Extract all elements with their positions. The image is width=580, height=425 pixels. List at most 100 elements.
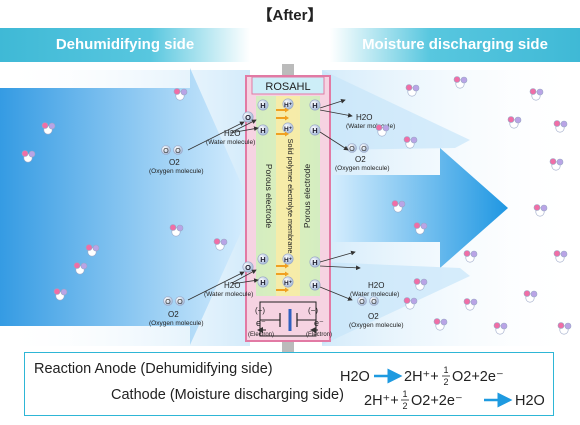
water-molecule-right-15-h2 bbox=[433, 318, 441, 325]
oxygen-lower-left-b-label: O bbox=[177, 299, 183, 306]
cathode-label: Cathode (Moisture discharging side) bbox=[111, 387, 344, 403]
water-molecule-left-6-h2 bbox=[169, 224, 177, 231]
upper-h-1 bbox=[257, 99, 269, 111]
water-molecule-right-6-h2 bbox=[507, 116, 515, 123]
water-molecule-right-2-h2 bbox=[529, 88, 537, 95]
oxygen-lower-right-b-label: O bbox=[371, 299, 377, 306]
minus-terminal-label: (−) bbox=[308, 306, 318, 315]
upper-h-1-label: H bbox=[260, 101, 265, 110]
oxygen-lower-left-a bbox=[163, 296, 173, 306]
water-molecule-right-2-h1 bbox=[536, 88, 544, 96]
water-molecule-right-8-h1 bbox=[398, 200, 406, 208]
water-molecule-left-4-h2 bbox=[53, 288, 61, 295]
water-molecule-right-7-h1 bbox=[556, 158, 564, 166]
right-electrode-label: Porous electrode bbox=[302, 164, 312, 229]
lower-h-2-label: H bbox=[260, 278, 265, 287]
water-molecule-left-3-h2 bbox=[73, 262, 81, 269]
lower-hion-2 bbox=[282, 276, 294, 288]
lower-o-atom bbox=[242, 261, 254, 273]
water-molecule-right-14-h2 bbox=[463, 298, 471, 305]
ion-flow-arrowhead-3 bbox=[285, 263, 289, 269]
diagram-title: 【After】 bbox=[257, 7, 323, 24]
arrow-h2o-lower-left bbox=[231, 269, 257, 284]
o2-desc-upper-right: (Oxygen molecule) bbox=[335, 165, 390, 172]
right-porous-electrode bbox=[300, 96, 320, 296]
water-molecule-right-11-h2 bbox=[463, 250, 471, 257]
arrow-lower-right-3 bbox=[319, 265, 361, 271]
dehumidifying-side-banner: Dehumidifying side bbox=[0, 28, 250, 62]
h2o-label-upper-left: H2O bbox=[224, 129, 240, 138]
water-molecule-right-18-h2 bbox=[493, 322, 501, 329]
arrow-upper-right-2 bbox=[319, 131, 349, 151]
oxygen-upper-right-a-label: O bbox=[349, 146, 355, 153]
oxygen-upper-left-b-label: O bbox=[175, 148, 181, 155]
reaction-box: Reaction Anode (Dehumidifying side) Cath… bbox=[24, 352, 554, 416]
water-molecule-right-12-h2 bbox=[553, 250, 561, 257]
lower-h-1-label: H bbox=[260, 255, 265, 264]
o2-label-upper-right: O2 bbox=[355, 155, 366, 164]
water-molecule-right-0-h2 bbox=[405, 84, 413, 91]
oxygen-lower-right-b bbox=[369, 296, 379, 306]
h2o-desc-upper-left: (Water molecule) bbox=[206, 139, 255, 146]
arrow-lower-right-2 bbox=[319, 286, 353, 301]
o2-desc-upper-left: (Oxygen molecule) bbox=[149, 168, 204, 175]
oxygen-lower-left-a-label: O bbox=[165, 299, 171, 306]
oxygen-lower-right-a-label: O bbox=[359, 299, 365, 306]
water-molecule-right-3-h1 bbox=[560, 120, 568, 128]
water-molecule-left-4-h1 bbox=[60, 288, 68, 296]
water-molecule-left-3-h1 bbox=[80, 262, 88, 270]
water-molecule-left-0-h1 bbox=[48, 122, 56, 130]
upper-hion-2 bbox=[282, 122, 294, 134]
water-molecule-right-17-h2 bbox=[413, 278, 421, 285]
upper-h-2-label: H bbox=[260, 126, 265, 135]
water-molecule-right-1-h2 bbox=[453, 76, 461, 83]
o2-label-lower-left: O2 bbox=[168, 310, 179, 319]
ion-flow-arrowhead-1 bbox=[285, 115, 289, 121]
water-molecule-left-2-h2 bbox=[85, 244, 93, 251]
upper-h-right-1-label: H bbox=[312, 101, 317, 110]
upper-hion-2-label: H⁺ bbox=[284, 126, 293, 133]
water-molecule-right-1-h1 bbox=[460, 76, 468, 84]
oxygen-upper-left-b bbox=[173, 145, 183, 155]
left-porous-electrode bbox=[256, 96, 276, 296]
water-molecule-right-5-h2 bbox=[403, 136, 411, 143]
water-molecule-right-19-h1 bbox=[410, 297, 418, 305]
h2o-label-lower-right: H2O bbox=[368, 281, 384, 290]
lower-o-atom-label: O bbox=[245, 263, 251, 272]
water-molecule-right-7-h2 bbox=[549, 158, 557, 165]
water-molecule-left-1-h2 bbox=[21, 150, 29, 157]
lower-hion-2-label: H⁺ bbox=[284, 280, 293, 287]
left-electrode-label: Porous electrode bbox=[264, 164, 274, 229]
water-molecule-right-13-h2 bbox=[523, 290, 531, 297]
o2-desc-lower-left: (Oxygen molecule) bbox=[149, 320, 204, 327]
reaction-label: Reaction bbox=[34, 361, 92, 377]
upper-h-right-2-label: H bbox=[312, 126, 317, 135]
electron-left: e⁻ bbox=[256, 318, 266, 328]
moisture-discharging-side-banner: Moisture discharging side bbox=[330, 28, 580, 62]
water-molecule-right-11-h1 bbox=[470, 250, 478, 258]
h2o-label-lower-left: H2O bbox=[224, 281, 240, 290]
electron-right: e⁻ bbox=[314, 318, 324, 328]
right-airflow-arrow-top bbox=[322, 70, 470, 150]
cathode-half-den: 2 bbox=[402, 401, 407, 411]
water-molecule-right-13-h1 bbox=[530, 290, 538, 298]
h2o-desc-lower-right: (Water molecule) bbox=[350, 291, 399, 298]
lower-h-right-2-label: H bbox=[312, 281, 317, 290]
anode-lhs: H2O bbox=[340, 369, 370, 385]
arrow-h2o-upper-left bbox=[231, 119, 257, 133]
water-molecule-left-2-h1 bbox=[92, 244, 100, 252]
lower-h-right-2 bbox=[309, 279, 321, 291]
oxygen-upper-right-b-label: O bbox=[361, 146, 367, 153]
rosahl-label-box bbox=[251, 76, 325, 95]
cathode-rhs: H2O bbox=[515, 393, 545, 409]
anode-label: Anode (Dehumidifying side) bbox=[94, 361, 273, 377]
lower-hion-1 bbox=[282, 253, 294, 265]
arrow-h2o-lower-left-2 bbox=[231, 278, 259, 285]
water-molecule-right-5-h1 bbox=[410, 136, 418, 144]
arrow-o2-upper-left bbox=[187, 121, 245, 151]
lower-h-right-1-label: H bbox=[312, 258, 317, 267]
upper-h-right-2 bbox=[309, 124, 321, 136]
water-molecule-right-16-h1 bbox=[564, 322, 572, 330]
oxygen-upper-left-a bbox=[161, 145, 171, 155]
